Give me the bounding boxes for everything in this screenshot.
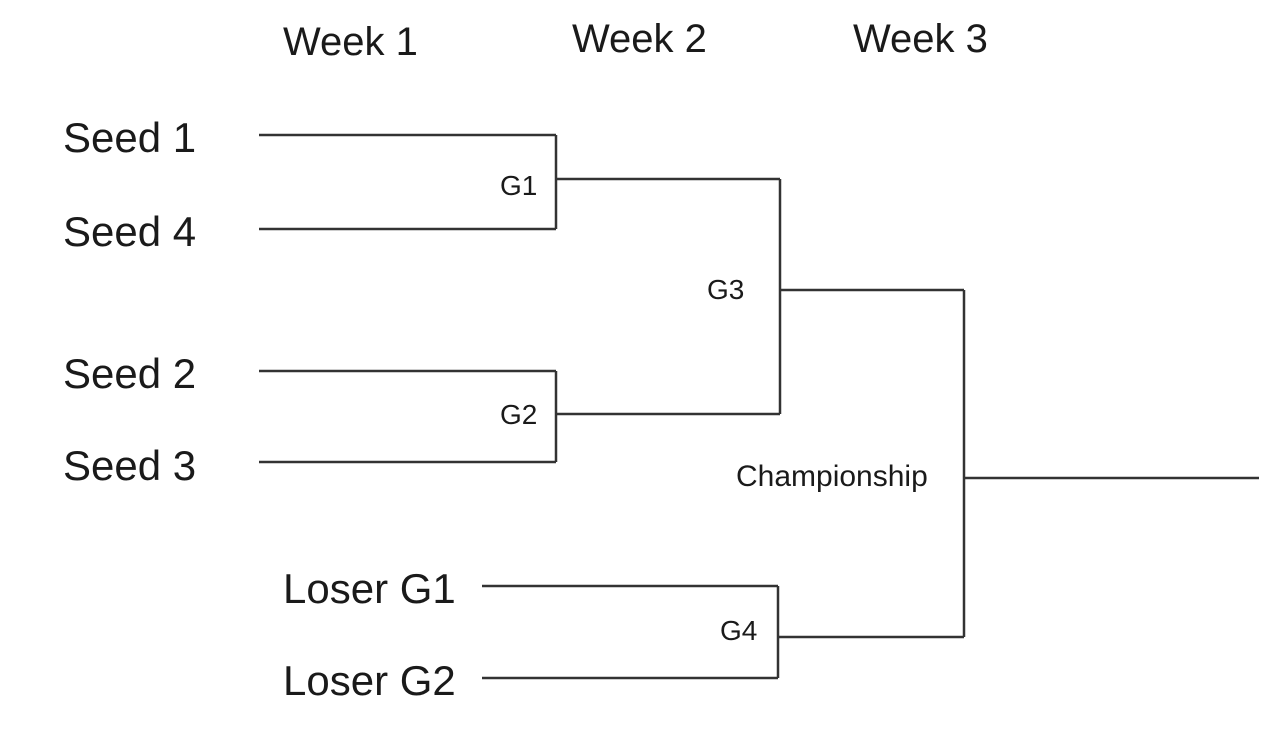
g4-label: G4 bbox=[720, 615, 757, 646]
championship-label: Championship bbox=[736, 460, 928, 493]
seed-4-label: Seed 4 bbox=[63, 208, 196, 255]
week-2-header: Week 2 bbox=[572, 17, 707, 61]
championship-bracket bbox=[962, 290, 1259, 637]
seed-1-label: Seed 1 bbox=[63, 114, 196, 161]
week-3-header: Week 3 bbox=[853, 17, 988, 61]
seed-2-label: Seed 2 bbox=[63, 350, 196, 397]
g1-bracket bbox=[259, 133, 780, 231]
week-1-header: Week 1 bbox=[283, 20, 418, 64]
loser-g2-label: Loser G2 bbox=[283, 657, 456, 704]
g2-bracket bbox=[259, 369, 780, 464]
g4-bracket bbox=[482, 584, 964, 680]
loser-g1-label: Loser G1 bbox=[283, 565, 456, 612]
g3-label: G3 bbox=[707, 274, 744, 305]
g2-label: G2 bbox=[500, 399, 537, 430]
g1-label: G1 bbox=[500, 170, 537, 201]
g3-bracket bbox=[778, 179, 964, 414]
seed-3-label: Seed 3 bbox=[63, 442, 196, 489]
